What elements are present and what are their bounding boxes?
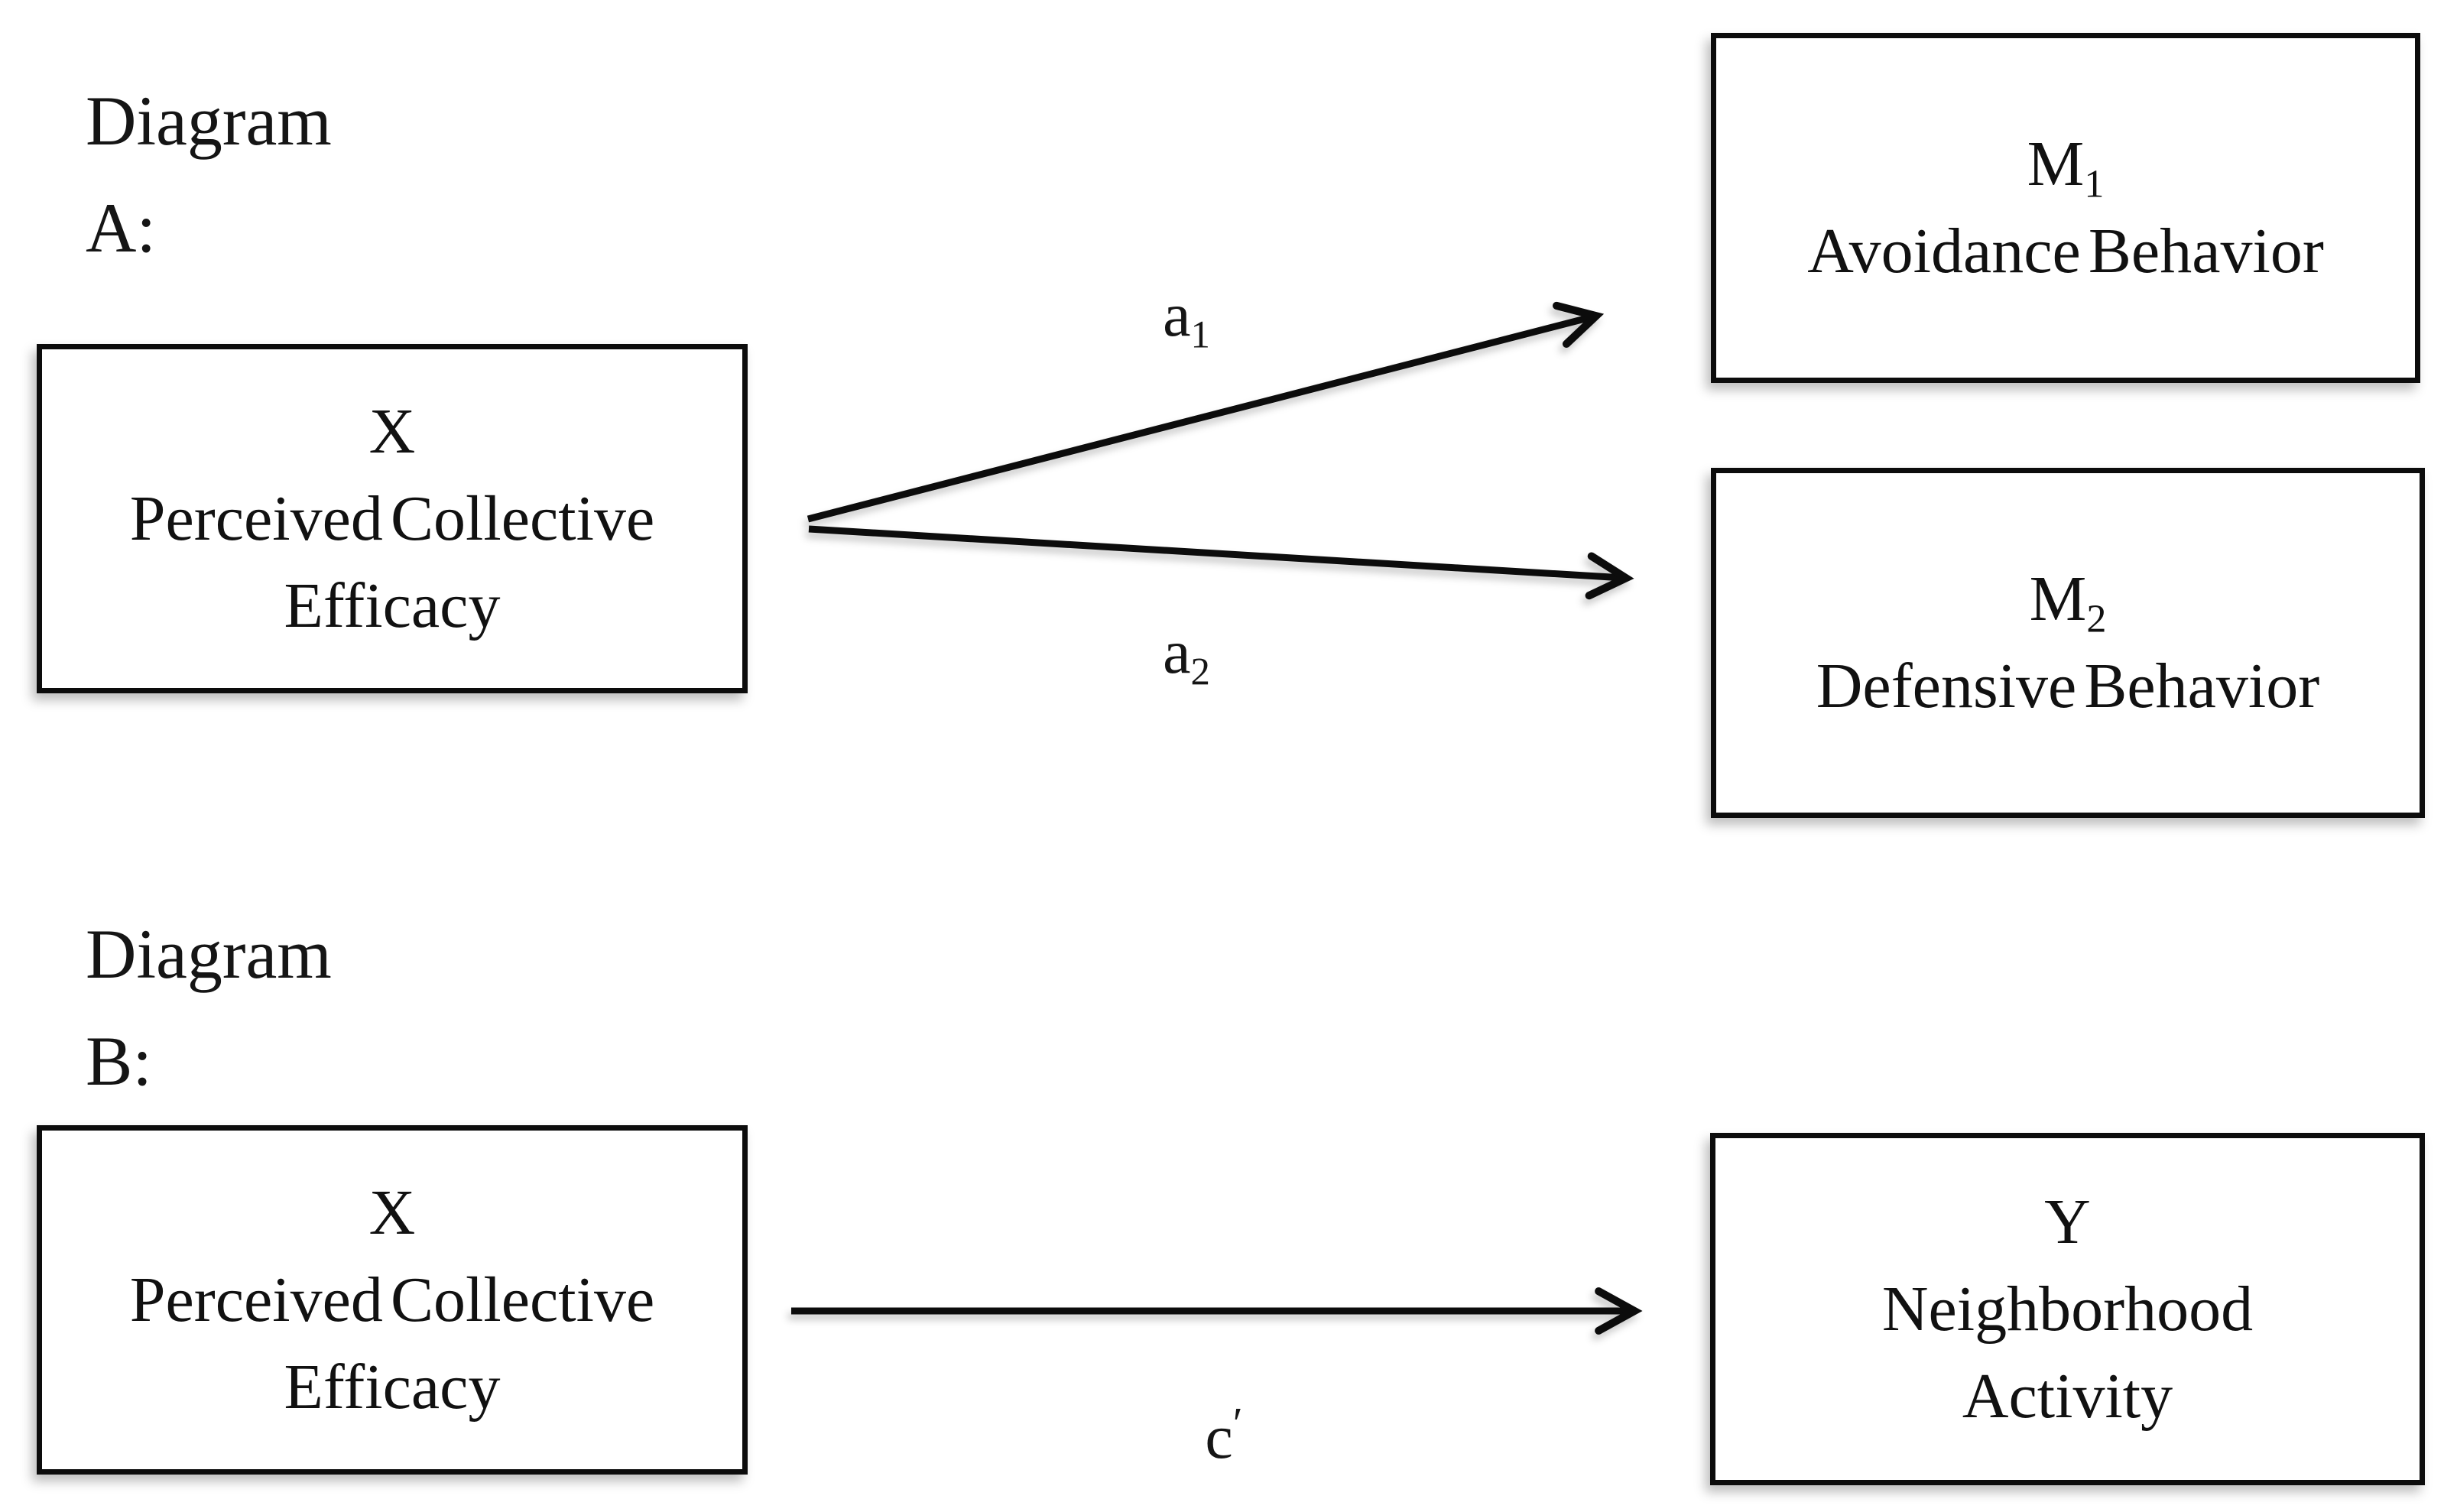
box-line: Perceived Collective (129, 1264, 655, 1335)
box-y-neighborhood-activity: Y Neighborhood Activity (1710, 1133, 2425, 1485)
box-line: Efficacy (284, 569, 501, 641)
box-variable: Y (2044, 1186, 2091, 1257)
diagram-b-label-line2: B: (86, 1022, 152, 1100)
arrow-a1 (807, 301, 1605, 523)
box-line: Avoidance Behavior (1807, 216, 2324, 287)
path-label-a1: a1 (1163, 280, 1210, 356)
box-variable: X (368, 1176, 416, 1248)
box-variable: M1 (2027, 128, 2105, 206)
diagram-a-label-line1: Diagram (86, 82, 332, 160)
box-x-diagram-a: X Perceived Collective Efficacy (37, 344, 748, 693)
box-variable: M2 (2029, 563, 2107, 641)
box-m2-defensive-behavior: M2 Defensive Behavior (1711, 468, 2425, 818)
path-label-a2: a2 (1163, 617, 1210, 693)
box-line: Activity (1962, 1360, 2173, 1432)
box-x-diagram-b: X Perceived Collective Efficacy (37, 1125, 748, 1475)
box-line: Efficacy (284, 1351, 501, 1423)
arrow-a2 (808, 525, 1634, 600)
box-line: Neighborhood (1881, 1273, 2254, 1345)
box-line: Perceived Collective (129, 482, 655, 554)
path-label-c-prime: c′ (1205, 1398, 1243, 1471)
box-variable: X (368, 395, 416, 467)
diagram-a-label-line2: A: (86, 189, 156, 267)
diagram-b-label-line1: Diagram (86, 915, 332, 993)
box-m1-avoidance-behavior: M1 Avoidance Behavior (1711, 33, 2420, 383)
box-line: Defensive Behavior (1816, 651, 2320, 722)
